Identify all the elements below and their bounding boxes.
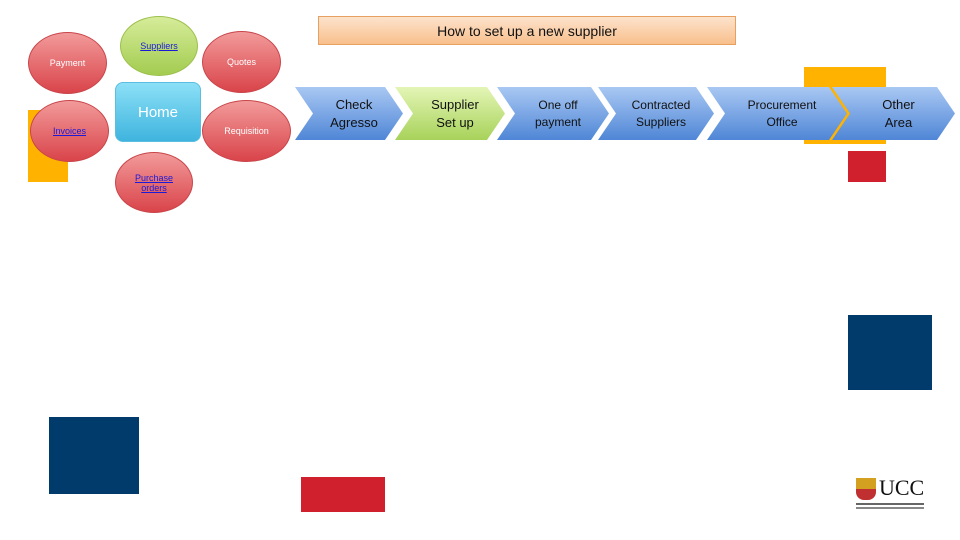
suppliers-node[interactable]: Suppliers [120,16,198,76]
payment-label: Payment [49,58,86,68]
step-contracted-suppliers[interactable]: Contracted Suppliers [598,87,714,140]
page-title: How to set up a new supplier [318,16,736,45]
red-block-right [848,151,886,182]
step-one-off-payment[interactable]: One off payment [497,87,609,140]
quotes-label: Quotes [226,57,257,67]
step-other-area[interactable]: Other Area [832,87,955,140]
requisition-node[interactable]: Requisition [202,100,291,162]
suppliers-link[interactable]: Suppliers [140,41,178,51]
crest-icon [856,478,876,500]
purchase-orders-link[interactable]: Purchase orders [134,172,174,193]
step-label: One off payment [534,98,582,129]
step-check-agresso[interactable]: Check Agresso [295,87,403,140]
step-label: Contracted Suppliers [631,98,691,129]
step-label: Other Area [882,96,915,130]
payment-node[interactable]: Payment [28,32,107,94]
ucc-logo: UCC [856,475,926,510]
step-procurement-office[interactable]: Procurement Office [707,87,847,140]
red-block-bottom [301,477,385,512]
step-label: Procurement Office [747,98,817,129]
step-label: Supplier Set up [431,96,479,130]
purchase-orders-node[interactable]: Purchase orders [115,152,193,213]
invoices-link[interactable]: Invoices [52,126,87,136]
navy-block-left [49,417,139,494]
step-label: Check Agresso [330,96,378,130]
home-label: Home [137,103,178,121]
navy-block-right [848,315,932,390]
step-supplier-set-up[interactable]: Supplier Set up [395,87,505,140]
home-node[interactable]: Home [115,82,201,142]
quotes-node[interactable]: Quotes [202,31,281,93]
requisition-label: Requisition [224,126,269,136]
logo-text: UCC [879,475,925,500]
invoices-node[interactable]: Invoices [30,100,109,162]
